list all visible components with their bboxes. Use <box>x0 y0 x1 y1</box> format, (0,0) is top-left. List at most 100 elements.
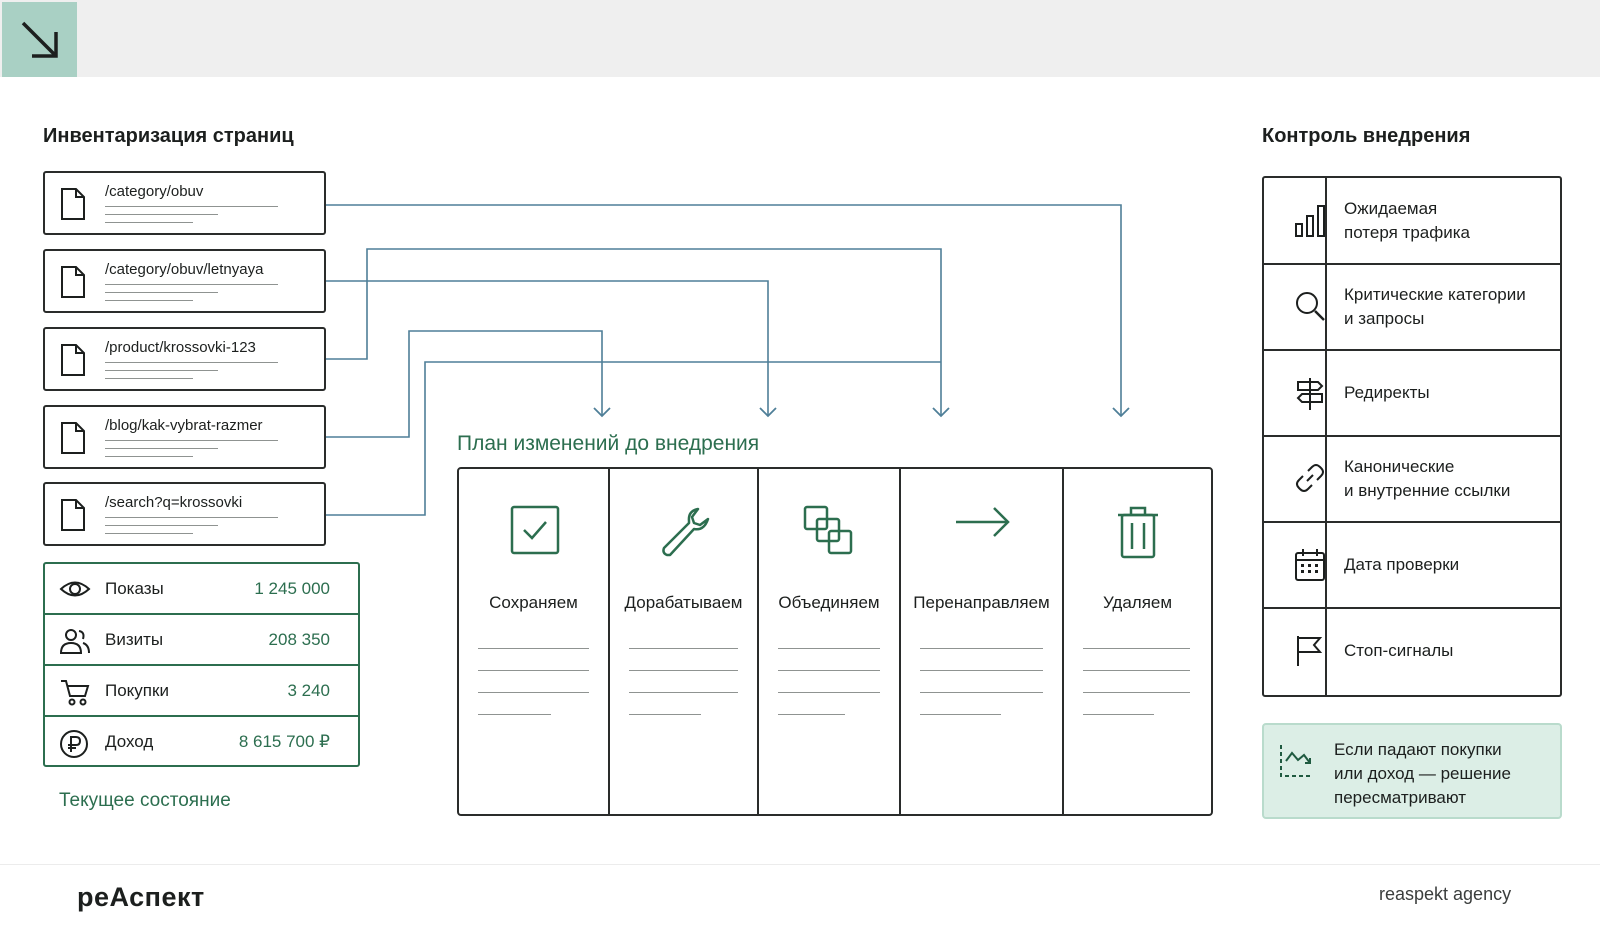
placeholder-line <box>105 292 218 293</box>
placeholder-line <box>629 714 701 715</box>
placeholder-line <box>105 214 218 215</box>
document-icon <box>60 187 86 226</box>
control-item-label: Канонические и внутренние ссылки <box>1344 457 1511 500</box>
cart-icon <box>59 678 91 711</box>
footer-divider <box>0 864 1600 865</box>
plan-column-label: Объединяем <box>778 593 880 612</box>
arrow-right-icon <box>954 505 1012 544</box>
logo-arrow-icon <box>2 2 77 77</box>
control-title: Контроль внедрения <box>1262 125 1471 147</box>
page-path: /blog/kak-vybrat-razmer <box>105 417 263 434</box>
control-icon-cell <box>1264 522 1327 607</box>
placeholder-line <box>105 206 278 207</box>
control-item: Ожидаемая потеря трафика <box>1264 178 1560 265</box>
placeholder-line <box>778 714 845 715</box>
control-icon-cell <box>1264 608 1327 695</box>
control-icon-cell <box>1264 178 1327 263</box>
control-item: Критические категории и запросы <box>1264 264 1560 351</box>
placeholder-line <box>105 222 193 223</box>
placeholder-line <box>920 692 1043 693</box>
plan-column: Объединяем <box>759 469 901 814</box>
page-path: /category/obuv <box>105 183 204 200</box>
page-path: /category/obuv/letnyaya <box>105 261 264 278</box>
metric-row: Визиты 208 350 <box>45 615 358 666</box>
document-icon <box>60 343 86 382</box>
placeholder-line <box>105 362 278 363</box>
control-item: Дата проверки <box>1264 522 1560 609</box>
plan-column-label: Сохраняем <box>489 593 578 612</box>
placeholder-line <box>478 714 551 715</box>
metric-label: Покупки <box>105 681 169 700</box>
control-item: Редиректы <box>1264 350 1560 437</box>
chart-down-icon <box>1280 745 1312 777</box>
placeholder-line <box>478 670 589 671</box>
page-card[interactable]: /category/obuv/letnyaya <box>43 249 326 313</box>
alert-text: Если падают покупки или доход — решение … <box>1334 740 1511 807</box>
plan-column: Удаляем <box>1064 469 1211 814</box>
placeholder-line <box>1083 648 1190 649</box>
placeholder-line <box>920 714 1001 715</box>
page-path: /product/krossovki-123 <box>105 339 256 356</box>
current-state-label: Текущее состояние <box>59 790 231 811</box>
metric-value: 208 350 <box>268 630 330 649</box>
placeholder-line <box>105 456 193 457</box>
control-icon-cell <box>1264 436 1327 521</box>
metric-label: Визиты <box>105 630 164 649</box>
page-card[interactable]: /blog/kak-vybrat-razmer <box>43 405 326 469</box>
control-item: Канонические и внутренние ссылки <box>1264 436 1560 523</box>
metric-value: 1 245 000 <box>254 579 330 598</box>
top-bar <box>0 0 1600 77</box>
metric-label: Показы <box>105 579 164 598</box>
plan-column: Перенаправляем <box>901 469 1064 814</box>
inventory-title: Инвентаризация страниц <box>43 125 294 147</box>
users-icon <box>59 627 91 660</box>
placeholder-line <box>105 440 278 441</box>
placeholder-line <box>478 692 589 693</box>
placeholder-line <box>105 378 193 379</box>
plan-column-label: Дорабатываем <box>624 593 743 612</box>
document-icon <box>60 265 86 304</box>
placeholder-line <box>1083 692 1190 693</box>
ruble-icon <box>59 729 89 764</box>
page-path: /search?q=krossovki <box>105 494 243 511</box>
metric-row: Показы 1 245 000 <box>45 564 358 615</box>
control-item-label: Стоп-сигналы <box>1344 641 1454 660</box>
placeholder-line <box>105 533 193 534</box>
placeholder-line <box>105 284 278 285</box>
placeholder-line <box>629 648 738 649</box>
connector-letnyaya <box>326 280 769 416</box>
plan-title: План изменений до внедрения <box>457 432 760 455</box>
wrench-icon <box>658 505 712 564</box>
alert-box: Если падают покупки или доход — решение … <box>1262 723 1562 819</box>
page-card[interactable]: /product/krossovki-123 <box>43 327 326 391</box>
page-card[interactable]: /search?q=krossovki <box>43 482 326 546</box>
placeholder-line <box>629 670 738 671</box>
plan-column-label: Удаляем <box>1102 593 1173 612</box>
plan-column: Дорабатываем <box>610 469 759 814</box>
connector-product <box>326 248 942 416</box>
placeholder-line <box>1083 670 1190 671</box>
placeholder-line <box>105 300 193 301</box>
control-item-label: Ожидаемая потеря трафика <box>1344 199 1470 242</box>
plan-table: Сохраняем Дорабатываем Объединяем Перенапра… <box>457 467 1213 816</box>
plan-column-label: Перенаправляем <box>913 593 1050 612</box>
trash-icon <box>1116 505 1160 564</box>
placeholder-line <box>629 692 738 693</box>
metric-value: 8 615 700 ₽ <box>238 732 330 751</box>
page-card[interactable]: /category/obuv <box>43 171 326 235</box>
connector-blog <box>326 330 603 438</box>
document-icon <box>60 421 86 460</box>
connector-search <box>326 361 941 516</box>
placeholder-line <box>105 448 218 449</box>
placeholder-line <box>105 525 218 526</box>
merge-icon <box>803 505 857 564</box>
eye-icon <box>59 576 91 607</box>
placeholder-line <box>778 648 880 649</box>
placeholder-line <box>478 648 589 649</box>
control-item-label: Дата проверки <box>1344 555 1460 574</box>
connector-arrowheads <box>593 407 1130 418</box>
